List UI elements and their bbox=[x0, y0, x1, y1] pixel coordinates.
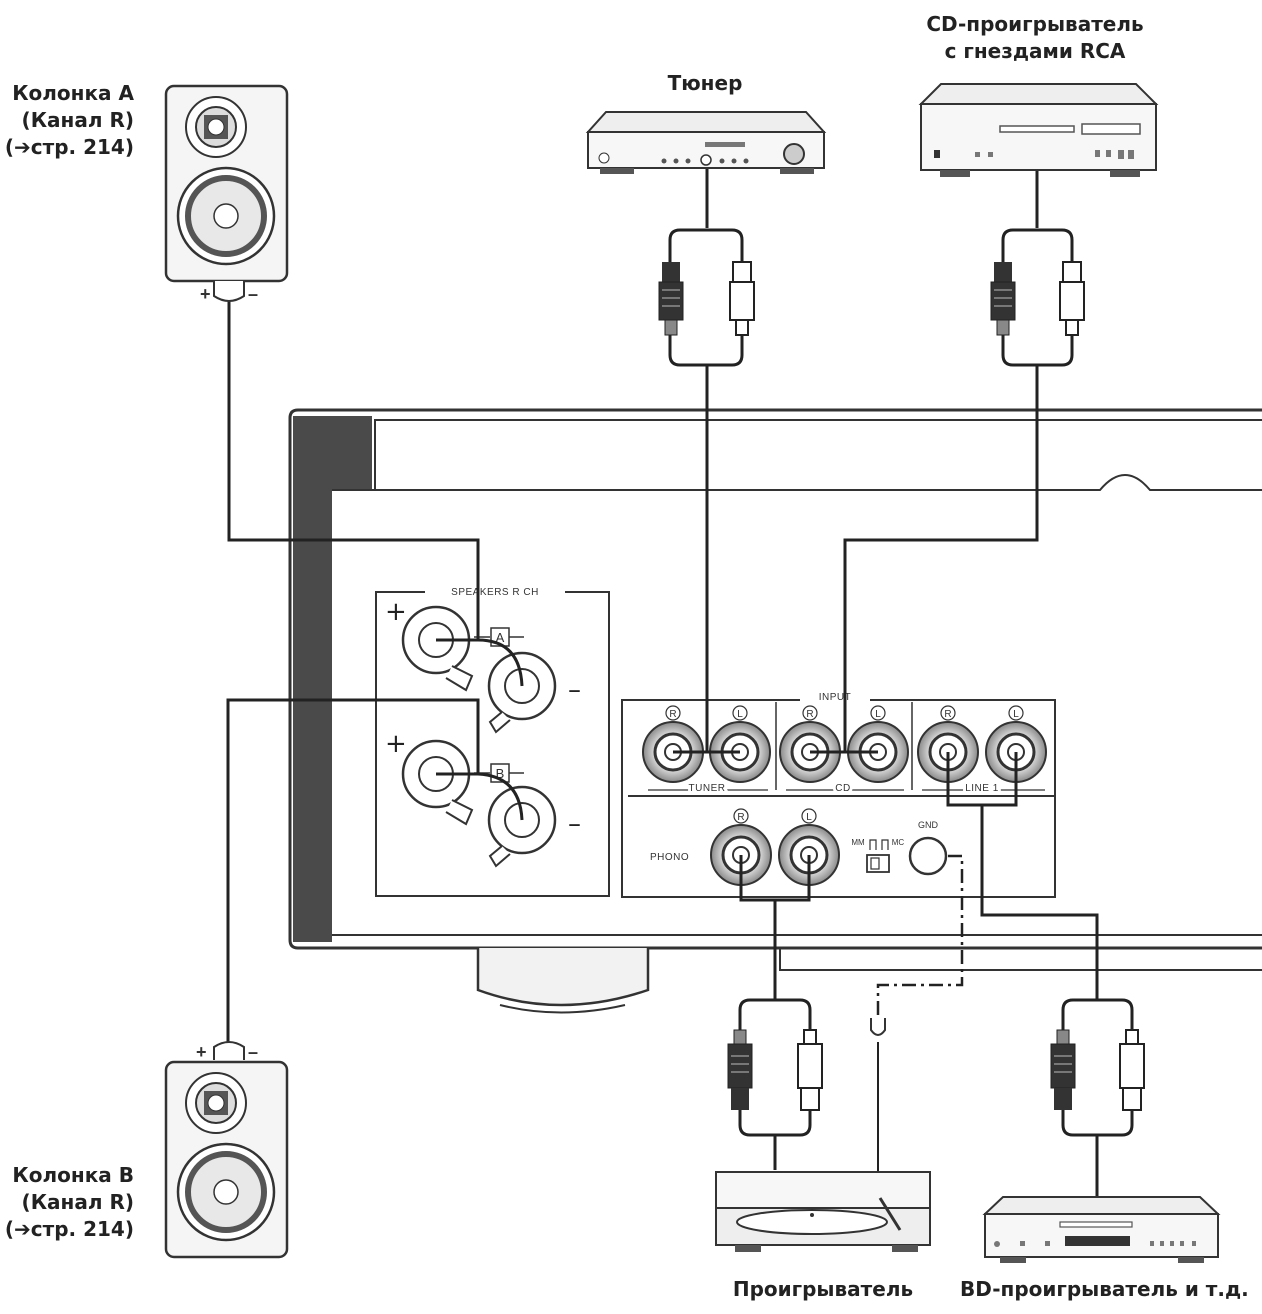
speaker-a-minus: – bbox=[248, 284, 258, 304]
input-panel-title: INPUT bbox=[819, 692, 852, 703]
speaker-b-cable bbox=[226, 698, 480, 1045]
speaker-b-label: Колонка B (Канал R) (➔стр. 214) bbox=[5, 1162, 134, 1243]
gnd-terminal[interactable] bbox=[908, 836, 948, 876]
line1-l-marker: L bbox=[1013, 709, 1019, 720]
speaker-b-minus: – bbox=[248, 1042, 258, 1062]
phono-l-marker: L bbox=[806, 812, 812, 823]
speaker-b-label-line3: (➔стр. 214) bbox=[4, 1217, 134, 1241]
tuner-white-plug-icon bbox=[729, 261, 755, 336]
phono-cable-r bbox=[739, 855, 777, 1000]
phono-r-marker: R bbox=[737, 812, 744, 823]
tuner-icon bbox=[585, 111, 827, 174]
turntable-icon bbox=[715, 1171, 931, 1252]
phono-label: PHONO bbox=[650, 852, 689, 863]
speaker-a-icon: + – bbox=[164, 84, 289, 304]
tuner-group-label: TUNER bbox=[689, 783, 726, 794]
bd-player-icon bbox=[982, 1196, 1221, 1263]
speaker-a-label-line1: Колонка A bbox=[12, 81, 134, 105]
line1-r-marker: R bbox=[944, 709, 951, 720]
speaker-b-label-line2: (Канал R) bbox=[21, 1190, 134, 1214]
rca-plugs bbox=[658, 261, 1145, 1111]
tuner-red-plug-icon bbox=[658, 262, 684, 336]
speaker-b-plus: + bbox=[196, 1042, 207, 1062]
cd-player-label-line1: CD-проигрыватель bbox=[926, 12, 1144, 36]
line1-cable-l bbox=[982, 752, 1018, 807]
cd-r-marker: R bbox=[806, 709, 813, 720]
speaker-b-label-line1: Колонка B bbox=[12, 1163, 134, 1187]
speaker-terminal-block: SPEAKERS R CH + – + – A B bbox=[375, 582, 610, 897]
input-jack-block: INPUT R L R L R L R L bbox=[621, 690, 1056, 898]
cd-player-icon bbox=[918, 83, 1159, 177]
cd-player-label: CD-проигрыватель с гнездами RCA bbox=[900, 11, 1170, 65]
speaker-a-cable-plus bbox=[227, 295, 480, 640]
speakers-panel-title: SPEAKERS R CH bbox=[451, 587, 539, 598]
cd-group-label: CD bbox=[835, 783, 850, 794]
ground-wire bbox=[876, 854, 964, 1018]
speaker-b-minus-sign: – bbox=[568, 809, 581, 839]
tuner-r-marker: R bbox=[669, 709, 676, 720]
cd-white-plug-icon bbox=[1059, 261, 1085, 336]
bd-player-label: BD-проигрыватель и т.д. bbox=[960, 1277, 1249, 1301]
svg-text:A: A bbox=[496, 630, 505, 645]
cables bbox=[226, 165, 1134, 1200]
phono-white-plug-icon bbox=[797, 1029, 823, 1111]
mc-label: MC bbox=[892, 838, 905, 847]
tuner-l-marker: L bbox=[737, 709, 743, 720]
speaker-a-plus-sign: + bbox=[385, 597, 407, 627]
svg-text:B: B bbox=[496, 766, 505, 781]
speaker-a-plus: + bbox=[200, 284, 211, 304]
speaker-a-minus-sign: – bbox=[568, 675, 581, 705]
speaker-a-label: Колонка A (Канал R) (➔стр. 214) bbox=[5, 80, 134, 161]
gnd-label: GND bbox=[918, 820, 939, 830]
speaker-a-label-line2: (Канал R) bbox=[21, 108, 134, 132]
speaker-a-label-line3: (➔стр. 214) bbox=[4, 135, 134, 159]
tuner-label: Тюнер bbox=[667, 71, 743, 95]
speaker-b-plus-sign: + bbox=[385, 729, 407, 759]
phono-cable-l bbox=[775, 855, 811, 902]
ground-lug-icon bbox=[870, 1018, 886, 1036]
cd-red-plug-icon bbox=[990, 262, 1016, 336]
mm-label: MM bbox=[851, 838, 865, 847]
mm-mc-switch[interactable]: MM MC bbox=[851, 838, 905, 873]
speaker-a-minus-lead bbox=[477, 638, 524, 687]
cd-cable-r bbox=[810, 365, 1039, 754]
line1-group-label: LINE 1 bbox=[965, 783, 999, 794]
speaker-b-icon: + – bbox=[164, 1041, 289, 1259]
bd-red-plug-icon bbox=[1050, 1029, 1076, 1110]
turntable-label: Проигрыватель bbox=[732, 1277, 914, 1301]
line1-cable-r bbox=[946, 752, 1099, 1000]
phono-red-plug-icon bbox=[727, 1029, 753, 1110]
cd-l-marker: L bbox=[875, 709, 881, 720]
bd-white-plug-icon bbox=[1119, 1029, 1145, 1111]
cd-player-label-line2: с гнездами RCA bbox=[944, 39, 1126, 63]
